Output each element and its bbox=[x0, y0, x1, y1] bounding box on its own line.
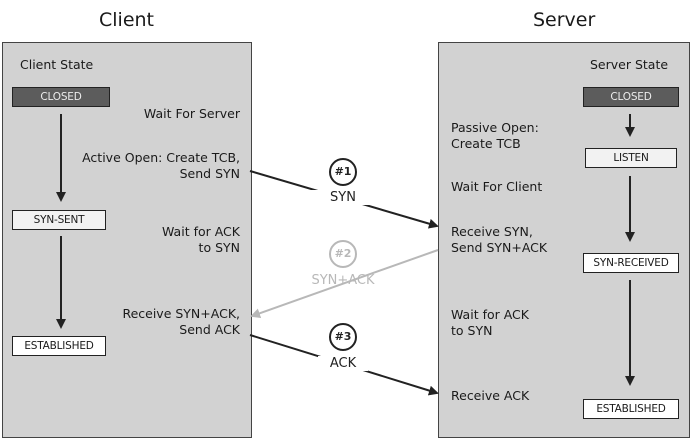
message-2-label: SYN+ACK bbox=[311, 273, 375, 288]
server-heading: Server bbox=[533, 9, 596, 31]
client-panel bbox=[2, 42, 252, 438]
message-3-number: #3 bbox=[334, 330, 352, 343]
server-note-wait-client: Wait For Client bbox=[451, 179, 543, 194]
client-heading: Client bbox=[99, 9, 155, 31]
client-state-closed: CLOSED bbox=[12, 87, 110, 107]
message-3-label: ACK bbox=[318, 356, 368, 371]
client-state-syn-sent: SYN-SENT bbox=[12, 210, 106, 230]
server-note-wait-ack-line1: Wait for ACK bbox=[451, 307, 529, 322]
server-note-wait-ack-line2: to SYN bbox=[451, 323, 493, 338]
server-panel bbox=[438, 42, 690, 438]
server-note-passive-open-line1: Passive Open: bbox=[451, 120, 539, 135]
message-3-circle bbox=[329, 323, 357, 351]
message-2-circle bbox=[329, 240, 357, 268]
client-note-receive-synack-line2: Send ACK bbox=[179, 322, 240, 337]
server-note-receive-ack: Receive ACK bbox=[451, 388, 530, 403]
client-note-wait-server: Wait For Server bbox=[143, 106, 240, 121]
message-1-number: #1 bbox=[334, 165, 352, 178]
server-state-established: ESTABLISHED bbox=[583, 399, 679, 419]
message-2-number: #2 bbox=[334, 247, 352, 260]
client-state-established: ESTABLISHED bbox=[12, 336, 106, 356]
client-note-active-open-line2: Send SYN bbox=[179, 166, 240, 181]
server-note-receive-syn-line2: Send SYN+ACK bbox=[451, 240, 548, 255]
server-note-receive-syn-line1: Receive SYN, bbox=[451, 224, 533, 239]
message-1-circle bbox=[329, 158, 357, 186]
server-state-listen: LISTEN bbox=[585, 148, 677, 168]
server-state-closed: CLOSED bbox=[583, 87, 679, 107]
server-note-passive-open-line2: Create TCB bbox=[451, 136, 521, 151]
synack-message-arrow bbox=[250, 249, 439, 319]
client-note-wait-ack-line2: to SYN bbox=[198, 240, 240, 255]
client-note-wait-ack-line1: Wait for ACK bbox=[162, 224, 240, 239]
client-note-receive-synack-line1: Receive SYN+ACK, bbox=[122, 306, 240, 321]
client-state-title: Client State bbox=[20, 57, 94, 72]
server-state-title: Server State bbox=[590, 57, 669, 72]
client-note-active-open-line1: Active Open: Create TCB, bbox=[82, 150, 240, 165]
server-state-syn-received: SYN-RECEIVED bbox=[583, 253, 679, 273]
message-1-label: SYN bbox=[303, 190, 383, 205]
